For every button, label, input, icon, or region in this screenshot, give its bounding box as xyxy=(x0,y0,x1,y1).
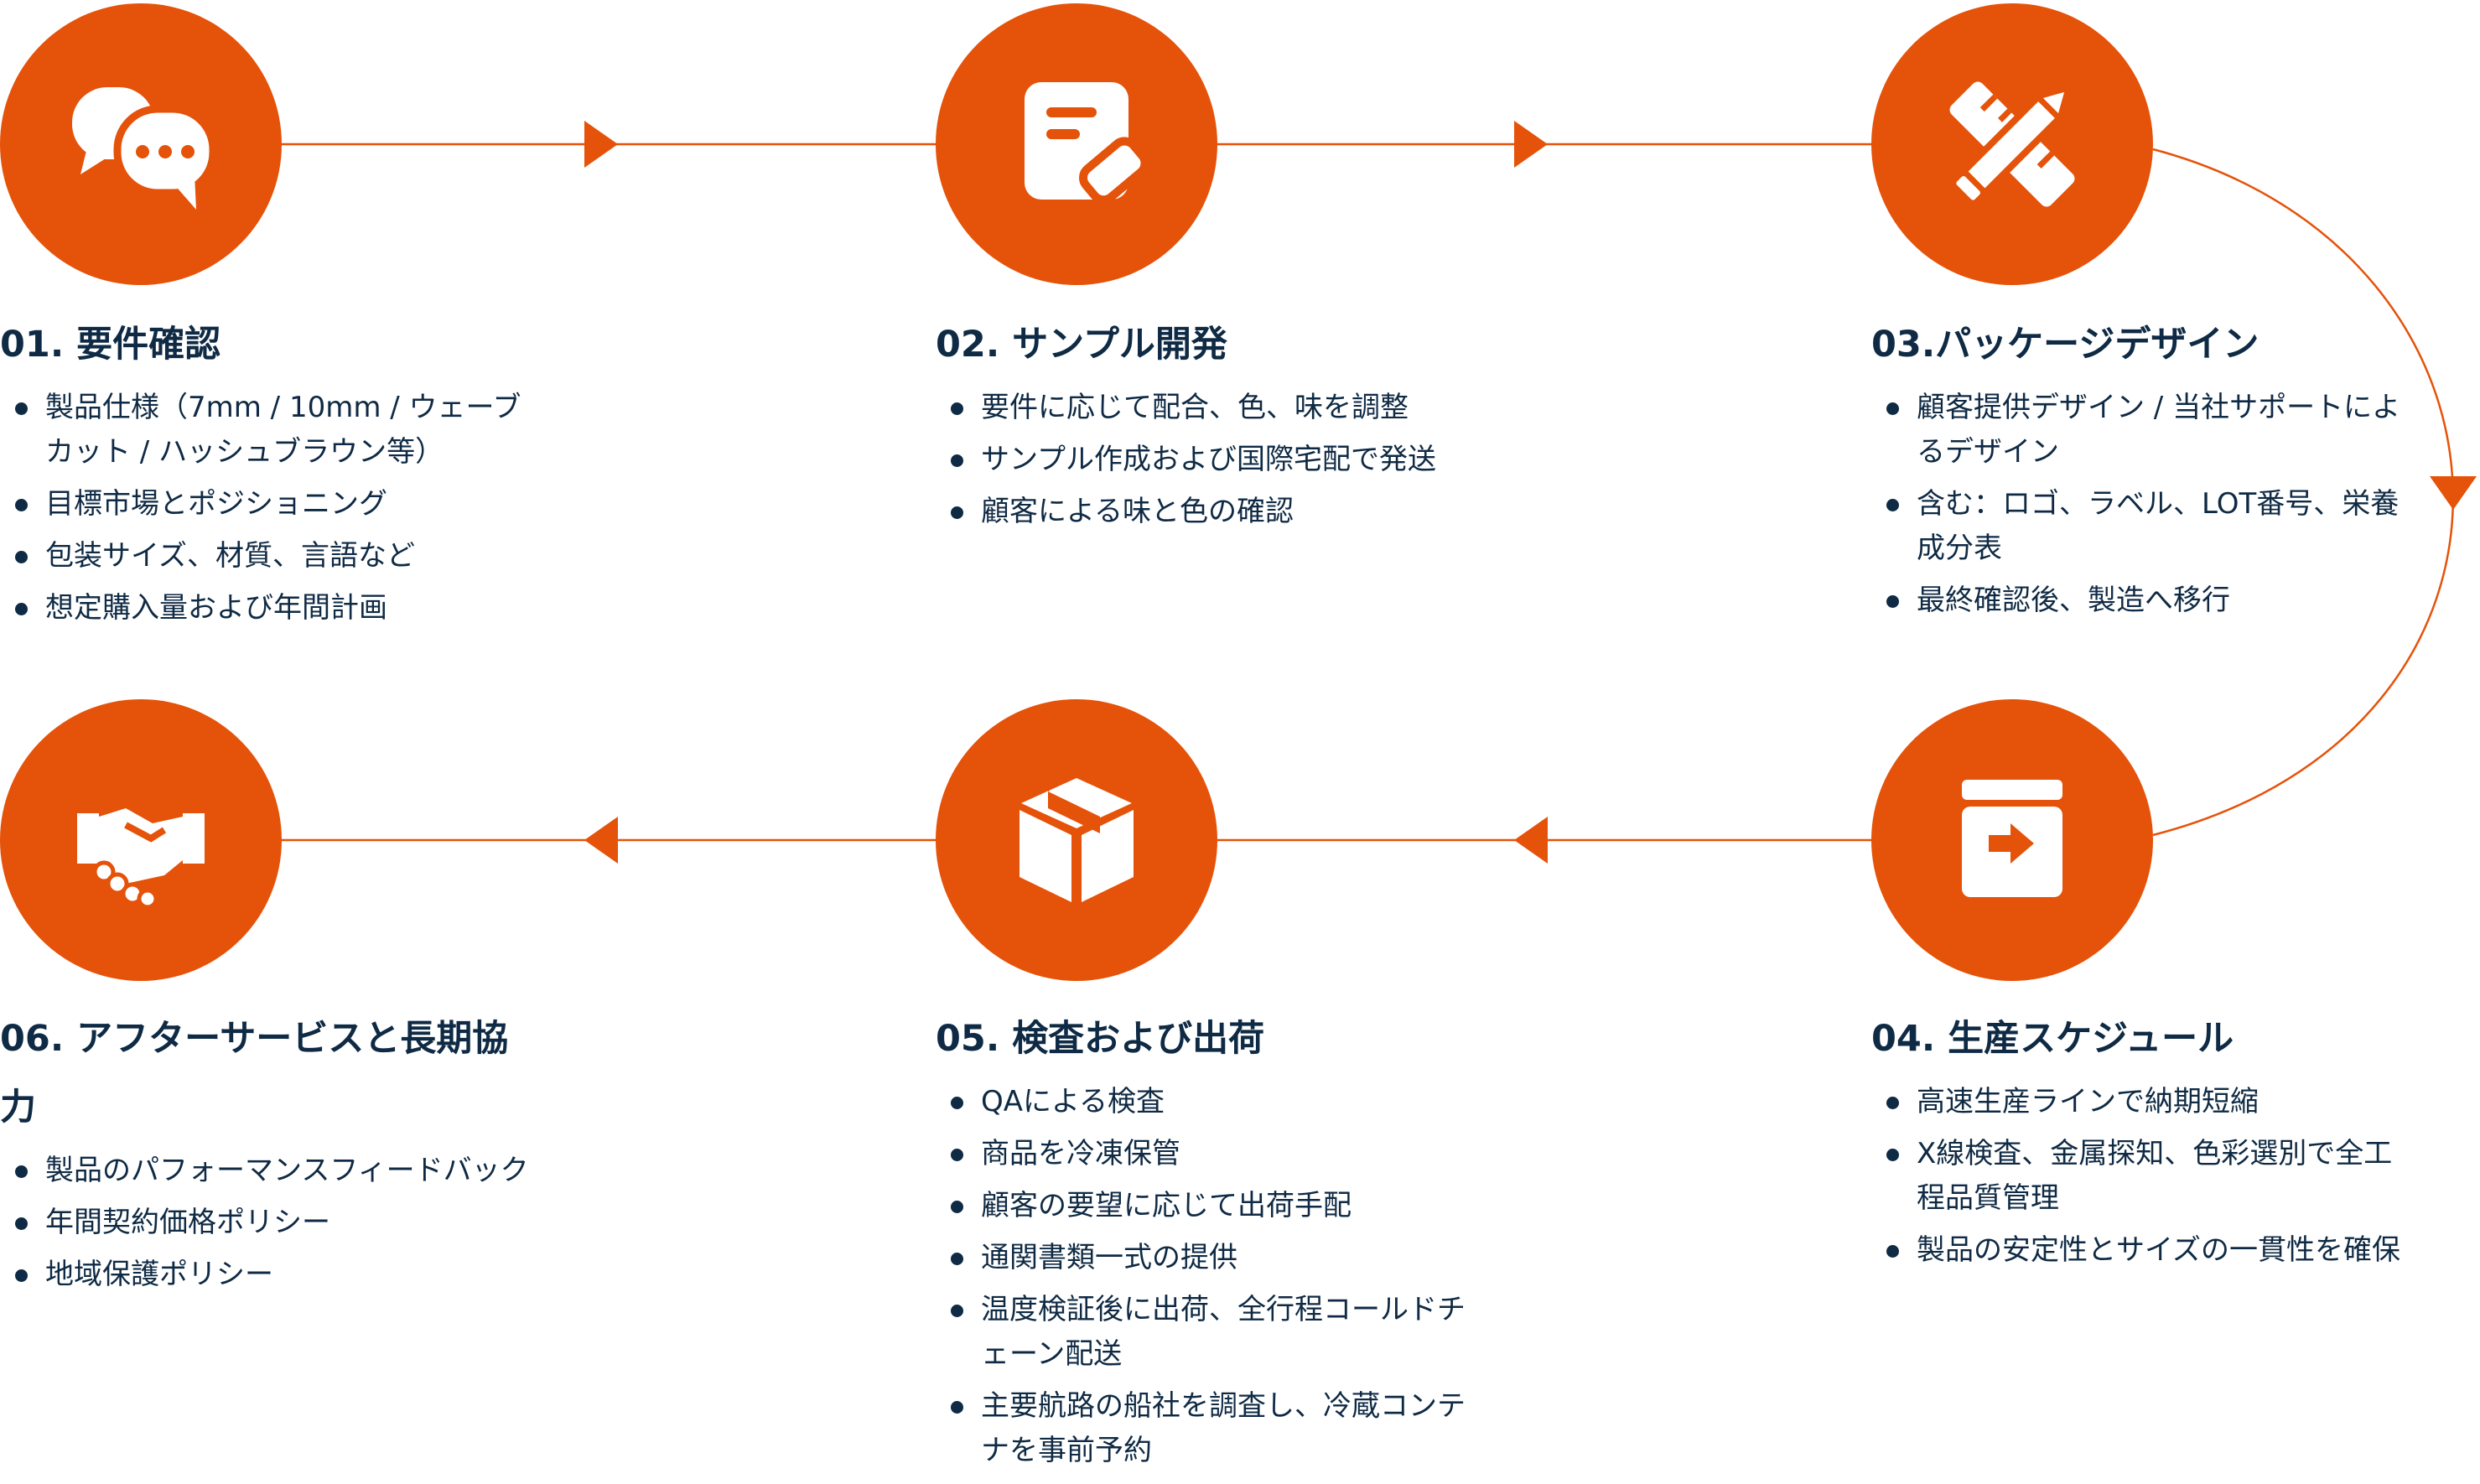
list-item: 顧客による味と色の確認 xyxy=(936,490,1472,534)
step-4-list: 高速生産ラインで納期短縮 X線検査、金属探知、色彩選別で全工程品質管理 製品の安… xyxy=(1871,1080,2408,1273)
step-6-title: 06. アフターサービスと長期協力 xyxy=(0,1018,509,1129)
package-box-icon xyxy=(1019,778,1134,902)
arrow-left-icon xyxy=(1514,817,1548,864)
step-4: 04. 生産スケジュール 高速生産ラインで納期短縮 X線検査、金属探知、色彩選別… xyxy=(1871,1004,2408,1280)
step-6-circle xyxy=(0,699,282,981)
list-item: 製品のパフォーマンスフィードバック xyxy=(0,1149,537,1193)
arrow-right-icon xyxy=(584,121,618,168)
step-2: 02. サンプル開発 要件に応じて配合、色、味を調整 サンプル作成および国際宅配… xyxy=(936,310,1472,542)
step-5: 05. 検査および出荷 QAによる検査 商品を冷凍保管 顧客の要望に応じて出荷手… xyxy=(936,1004,1472,1481)
step-2-title: 02. サンプル開発 xyxy=(936,324,1227,366)
list-item: 年間契約価格ポリシー xyxy=(0,1201,537,1245)
list-item: X線検査、金属探知、色彩選別で全工程品質管理 xyxy=(1871,1132,2408,1221)
arrow-right-icon xyxy=(1514,121,1548,168)
step-1: 01. 要件確認 製品仕様（7mm / 10mm / ウェーブカット / ハッシ… xyxy=(0,310,537,638)
step-3-title: 03.パッケージデザイン xyxy=(1871,324,2259,366)
step-5-list: QAによる検査 商品を冷凍保管 顧客の要望に応じて出荷手配 通関書類一式の提供 … xyxy=(936,1080,1472,1473)
list-item: 商品を冷凍保管 xyxy=(936,1132,1472,1176)
archive-arrow-icon xyxy=(1962,780,2062,897)
step-3-list: 顧客提供デザイン / 当社サポートによるデザイン 含む：ロゴ、ラベル、LOT番号… xyxy=(1871,386,2408,623)
step-5-title: 05. 検査および出荷 xyxy=(936,1018,1265,1060)
step-4-title: 04. 生産スケジュール xyxy=(1871,1018,2234,1060)
step-2-list: 要件に応じて配合、色、味を調整 サンプル作成および国際宅配で発送 顧客による味と… xyxy=(936,386,1472,534)
step-1-list: 製品仕様（7mm / 10mm / ウェーブカット / ハッシュブラウン等） 目… xyxy=(0,386,537,630)
list-item: 通関書類一式の提供 xyxy=(936,1236,1472,1280)
list-item: 目標市場とポジショニング xyxy=(0,482,537,527)
list-item: 要件に応じて配合、色、味を調整 xyxy=(936,386,1472,430)
list-item: 温度検証後に出荷、全行程コールドチェーン配送 xyxy=(936,1288,1472,1377)
list-item: 最終確認後、製造へ移行 xyxy=(1871,579,2408,623)
list-item: 含む：ロゴ、ラベル、LOT番号、栄養成分表 xyxy=(1871,482,2408,571)
handshake-icon xyxy=(77,808,205,910)
arrow-left-icon xyxy=(584,817,618,864)
document-edit-icon xyxy=(1025,82,1149,205)
list-item: サンプル作成および国際宅配で発送 xyxy=(936,438,1472,482)
pencil-ruler-icon xyxy=(1949,81,2075,207)
step-6-list: 製品のパフォーマンスフィードバック 年間契約価格ポリシー 地域保護ポリシー xyxy=(0,1149,537,1297)
step-3-circle xyxy=(1871,3,2153,285)
arrow-down-icon xyxy=(2430,476,2477,510)
list-item: 想定購入量および年間計画 xyxy=(0,586,537,630)
list-item: 製品の安定性とサイズの一貫性を確保 xyxy=(1871,1228,2408,1273)
step-6: 06. アフターサービスと長期協力 製品のパフォーマンスフィードバック 年間契約… xyxy=(0,1004,537,1305)
step-3: 03.パッケージデザイン 顧客提供デザイン / 当社サポートによるデザイン 含む… xyxy=(1871,310,2408,630)
list-item: 高速生産ラインで納期短縮 xyxy=(1871,1080,2408,1124)
step-2-circle xyxy=(936,3,1217,285)
step-1-circle xyxy=(0,3,282,285)
list-item: 主要航路の船社を調査し、冷蔵コンテナを事前予約 xyxy=(936,1384,1472,1473)
chat-bubbles-icon xyxy=(72,87,217,210)
list-item: 包装サイズ、材質、言語など xyxy=(0,534,537,579)
list-item: 製品仕様（7mm / 10mm / ウェーブカット / ハッシュブラウン等） xyxy=(0,386,537,475)
list-item: 顧客の要望に応じて出荷手配 xyxy=(936,1184,1472,1228)
step-5-circle xyxy=(936,699,1217,981)
list-item: QAによる検査 xyxy=(936,1080,1472,1124)
step-4-circle xyxy=(1871,699,2153,981)
list-item: 地域保護ポリシー xyxy=(0,1253,537,1297)
list-item: 顧客提供デザイン / 当社サポートによるデザイン xyxy=(1871,386,2408,475)
step-1-title: 01. 要件確認 xyxy=(0,324,221,366)
